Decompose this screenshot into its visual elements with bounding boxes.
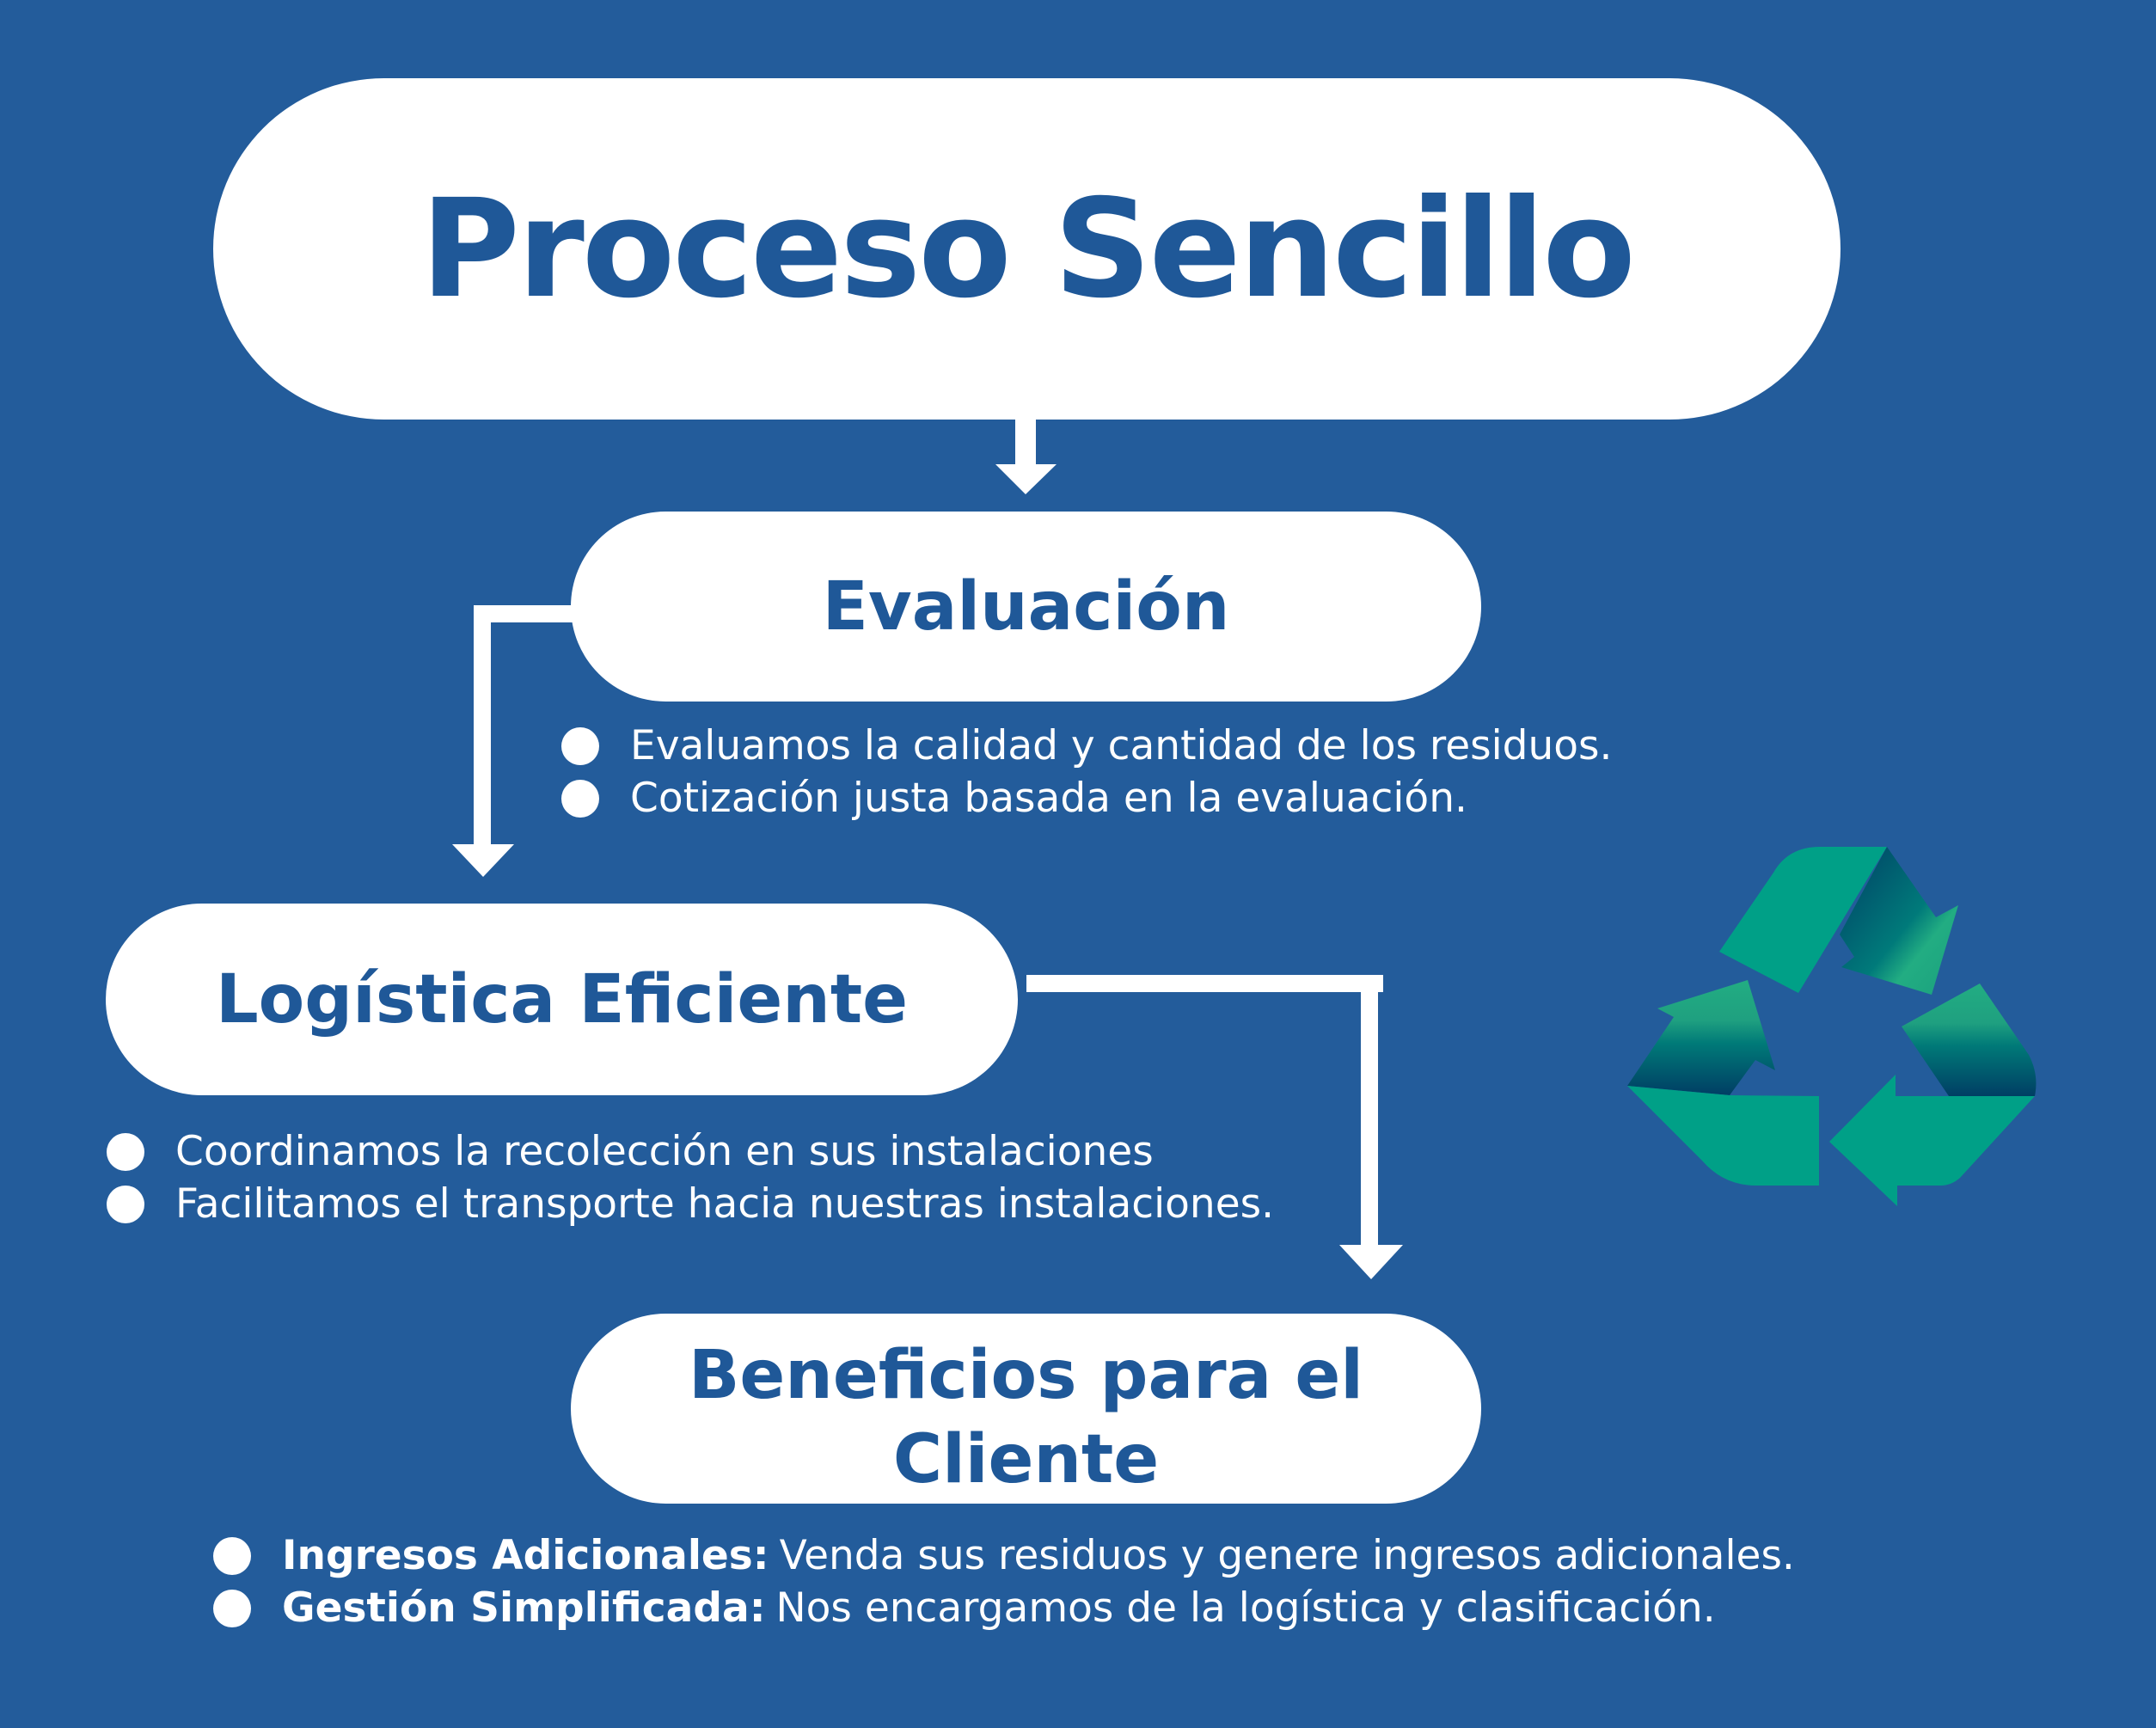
recycle-icon: [1627, 847, 2037, 1206]
recycle-left-arrowhead: [1627, 980, 1775, 1095]
list-item: Facilitamos el transporte hacia nuestras…: [107, 1180, 1274, 1228]
step-logistica: Logística Eficiente: [106, 904, 1018, 1095]
bullet-text: Cotización justa basada en la evaluación…: [630, 775, 1467, 822]
arrow-logistica-to-beneficios: [1026, 975, 1403, 1279]
recycle-right-band: [1902, 983, 2037, 1096]
bullet-dot: [561, 779, 599, 818]
title-text: Proceso Sencillo: [420, 169, 1636, 328]
step-beneficios: Beneficios para el Cliente: [571, 1314, 1481, 1504]
bullet-text: Nos encargamos de la logística y clasifi…: [775, 1584, 1716, 1632]
bullet-text: Facilitamos el transporte hacia nuestras…: [175, 1180, 1275, 1228]
bullet-dot: [107, 1185, 144, 1223]
list-item: Gestión Simplificada:Nos encargamos de l…: [213, 1584, 1716, 1632]
bullet-dot: [213, 1589, 251, 1627]
list-item: Cotización justa basada en la evaluación…: [561, 775, 1467, 822]
arrow-evaluacion-to-logistica: [452, 605, 573, 877]
arrow-title-to-evaluacion: [995, 420, 1057, 494]
bullet-text: Venda sus residuos y genere ingresos adi…: [779, 1532, 1795, 1579]
step-evaluacion: Evaluación: [571, 512, 1481, 702]
recycle-bottom-arrowhead: [1829, 1075, 2035, 1206]
page-title: Proceso Sencillo: [213, 78, 1841, 420]
bullet-dot: [213, 1536, 251, 1575]
list-item: Ingresos Adicionales:Venda sus residuos …: [213, 1532, 1795, 1579]
step-heading: Evaluación: [822, 567, 1230, 646]
recycle-top-band: [1719, 847, 1887, 993]
recycle-bottom-left-band: [1627, 1086, 1819, 1186]
bullet-text: Evaluamos la calidad y cantidad de los r…: [630, 722, 1613, 769]
bullet-dot: [561, 726, 599, 765]
step-heading: Logística Eficiente: [215, 960, 909, 1039]
list-item: Coordinamos la recolección en sus instal…: [107, 1128, 1154, 1175]
bullet-text: Coordinamos la recolección en sus instal…: [175, 1128, 1154, 1175]
step-heading: Beneficios para el Cliente: [688, 1336, 1364, 1498]
bullet-label: Gestión Simplificada:: [282, 1584, 766, 1632]
recycle-top-arrowhead: [1840, 847, 1958, 995]
list-item: Evaluamos la calidad y cantidad de los r…: [561, 722, 1612, 769]
bullet-label: Ingresos Adicionales:: [282, 1532, 769, 1579]
bullet-dot: [107, 1132, 144, 1171]
